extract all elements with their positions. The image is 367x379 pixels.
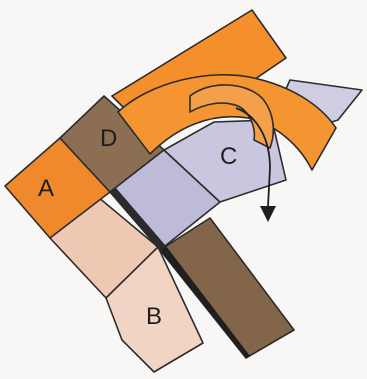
label-d: D xyxy=(100,125,117,152)
label-b: B xyxy=(146,303,162,330)
label-a: A xyxy=(38,175,54,202)
label-c: C xyxy=(220,143,237,170)
